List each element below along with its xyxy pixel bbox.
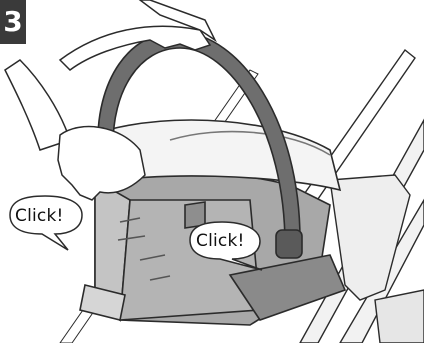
click-callout-left: Click! bbox=[15, 206, 64, 226]
step-number-badge: 3 bbox=[0, 0, 26, 44]
click-callout-right: Click! bbox=[196, 231, 245, 251]
